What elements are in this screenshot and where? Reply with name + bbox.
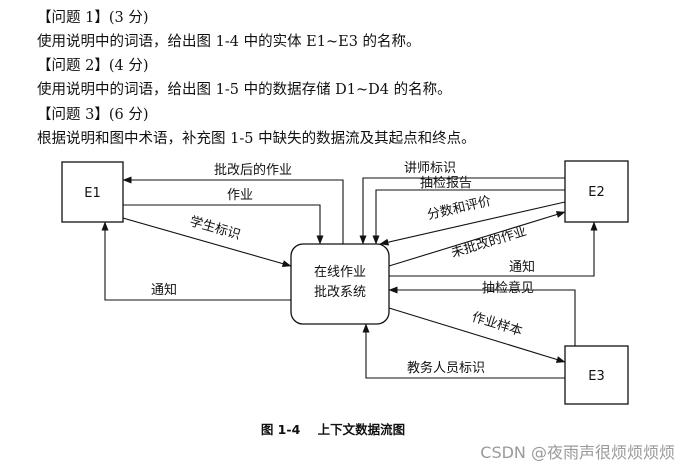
process-label-line1: 在线作业	[314, 265, 366, 280]
question-2-title: 【问题 2】(4 分)	[37, 58, 149, 74]
entity-e2-label: E2	[588, 185, 605, 200]
entity-e3: E3	[564, 345, 629, 405]
flow-homework-sample-arrow	[388, 307, 566, 363]
flow-ungraded-homework-label: 未批改的作业	[449, 223, 528, 261]
flow-graded-homework-label: 批改后的作业	[214, 162, 292, 178]
flow-spot-check-opinion-label: 抽检意见	[482, 280, 534, 296]
flow-student-id-arrow	[122, 217, 292, 268]
flow-spot-check-report-label: 抽检报告	[420, 176, 472, 191]
flow-lecturer-id-arrow	[359, 177, 565, 245]
question-2-text: 使用说明中的词语，给出图 1-5 中的数据存储 D1~D4 的名称。	[37, 82, 452, 98]
entity-e3-label: E3	[588, 369, 605, 384]
flow-spot-check-opinion-arrow	[388, 286, 576, 346]
flow-lecturer-id-label: 讲师标识	[404, 161, 456, 176]
flow-notice-e2-label: 通知	[509, 259, 535, 275]
question-3-title: 【问题 3】(6 分)	[37, 107, 149, 123]
flow-admin-staff-id-arrow	[362, 323, 565, 379]
question-1-text: 使用说明中的词语，给出图 1-4 中的实体 E1~E3 的名称。	[37, 34, 421, 50]
flow-notice-e1-label: 通知	[151, 282, 177, 298]
process-label-line2: 批改系统	[314, 285, 366, 300]
flow-notice-e1-arrow	[101, 221, 291, 301]
question-3-text: 根据说明和图中术语，补充图 1-5 中缺失的数据流及其起点和终点。	[37, 131, 476, 147]
flow-admin-staff-id-label: 教务人员标识	[407, 360, 485, 376]
entity-e1-label: E1	[84, 186, 101, 201]
entity-e1: E1	[61, 161, 124, 223]
csdn-watermark: CSDN @夜雨声很烦烦烦烦	[480, 443, 675, 462]
flow-spot-check-report-arrow	[372, 189, 565, 245]
flow-ungraded-homework-arrow	[388, 211, 566, 267]
flow-homework-arrow	[123, 204, 324, 245]
flow-notice-e2-arrow	[389, 221, 598, 277]
entity-e2: E2	[564, 160, 629, 223]
question-1-title: 【问题 1】(3 分)	[37, 10, 149, 26]
figure-caption: 图 1-4 上下文数据流图	[261, 422, 405, 437]
flow-score-and-eval-arrow	[379, 201, 566, 246]
process-online-homework-system: 在线作业 批改系统	[290, 243, 390, 325]
flow-homework-label: 作业	[227, 188, 253, 203]
flow-score-and-eval-label: 分数和评价	[426, 194, 493, 223]
flow-graded-homework-arrow	[122, 176, 344, 244]
